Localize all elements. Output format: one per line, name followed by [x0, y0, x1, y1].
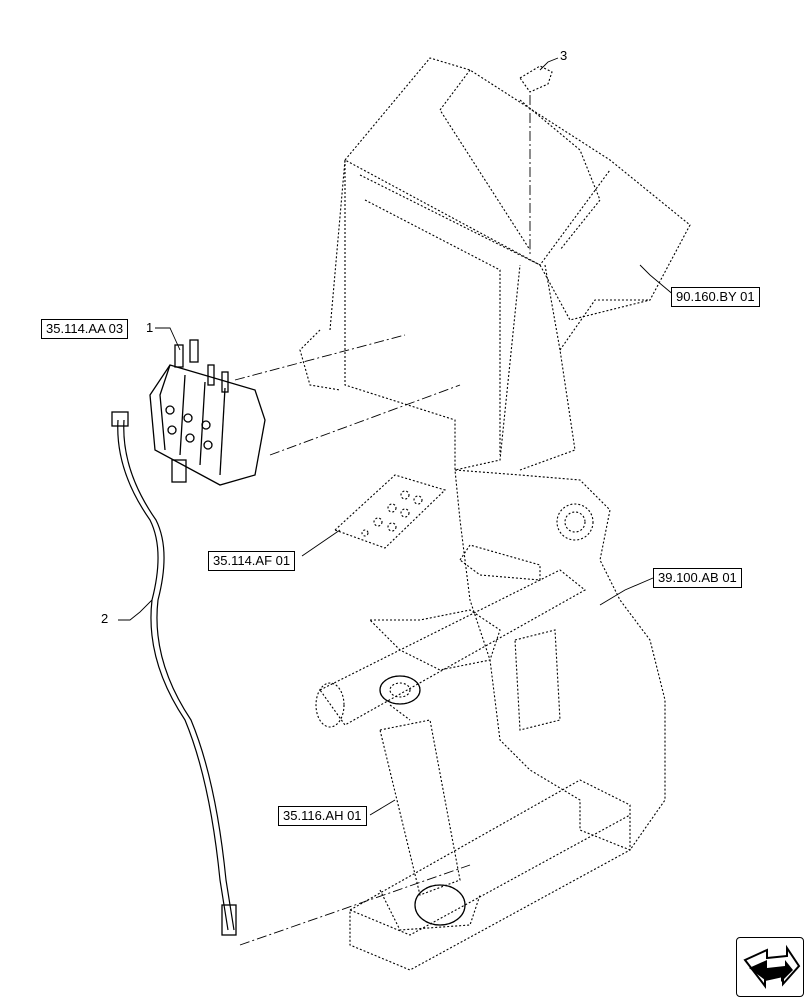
control-valve-block — [149, 364, 266, 486]
callout-1: 1 — [146, 320, 154, 335]
valve-plate — [333, 474, 447, 549]
arrow-glyph — [743, 944, 801, 989]
reference-label-39-100-ab-01[interactable]: 39.100.AB 01 — [653, 568, 742, 588]
reference-label-35-114-aa-03[interactable]: 35.114.AA 03 — [41, 319, 129, 339]
hydraulic-cylinder — [379, 719, 461, 896]
callout-2: 2 — [101, 611, 109, 626]
reference-label-35-114-af-01[interactable]: 35.114.AF 01 — [208, 551, 296, 571]
console-frame — [344, 57, 691, 321]
next-page-arrow-icon[interactable] — [736, 937, 804, 997]
reference-label-35-116-ah-01[interactable]: 35.116.AH 01 — [278, 806, 367, 826]
cover-part-3 — [519, 65, 553, 93]
main-frame — [454, 469, 666, 851]
reference-label-90-160-by-01[interactable]: 90.160.BY 01 — [671, 287, 760, 307]
base-plate — [349, 779, 631, 971]
hydraulic-hose — [117, 419, 229, 931]
callout-3: 3 — [560, 48, 568, 63]
